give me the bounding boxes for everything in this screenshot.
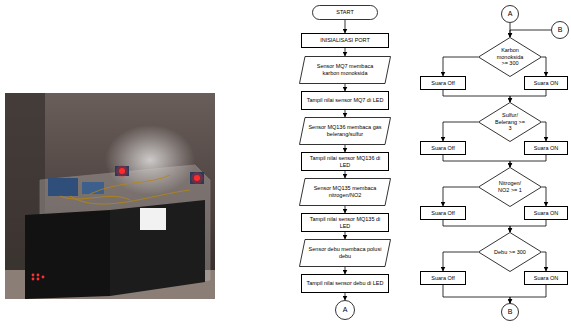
- flow-arrow: [443, 220, 510, 232]
- process-box: Suara ON: [524, 141, 568, 155]
- flow-arrow: [542, 57, 546, 76]
- flow-arrow: [510, 285, 546, 303]
- node-text: Sensor debu membaca polusi debu: [308, 246, 382, 259]
- node-text: Suara Off: [431, 210, 454, 217]
- flow-arrow: [345, 145, 346, 152]
- node-text: INISIALISASI PORT: [320, 37, 370, 44]
- node-text: Suara ON: [534, 275, 558, 282]
- node-text: Tampil nilai sensor MQ136 di LED: [305, 155, 385, 168]
- connector-circle: B: [551, 21, 569, 39]
- node-text: Sensor MQ136 membaca gas belerang/sulfur: [308, 124, 382, 137]
- process-box: Tampil nilai sensor debu di LED: [301, 274, 389, 293]
- node-text: A: [508, 10, 513, 18]
- flow-arrow: [345, 48, 346, 56]
- flow-arrow: [542, 252, 546, 271]
- flow-arrow: [542, 187, 546, 206]
- terminator: START: [312, 5, 378, 20]
- node-text: A: [343, 306, 348, 314]
- io-parallelogram: Sensor debu membaca polusi debu: [299, 239, 391, 267]
- flow-arrow: [443, 57, 478, 76]
- flow-arrow: [510, 155, 546, 167]
- io-parallelogram: Sensor MQ136 membaca gas belerang/sulfur: [299, 117, 391, 145]
- node-text: Sensor MQ135 membaca nitrogen/NO2: [308, 185, 382, 198]
- flow-arrow: [443, 90, 510, 102]
- node-text: Suara Off: [431, 80, 454, 87]
- flow-arrow: [443, 155, 510, 167]
- process-box: Suara Off: [420, 141, 466, 155]
- flow-arrow: [443, 122, 478, 141]
- flow-arrow: [345, 20, 346, 33]
- process-box: Tampil nilai sensor MQ136 di LED: [301, 152, 389, 171]
- process-box: Suara ON: [524, 206, 568, 220]
- node-text: Suara ON: [534, 145, 558, 152]
- flow-arrow: [345, 171, 346, 178]
- flow-arrow: [345, 206, 346, 213]
- process-box: Suara Off: [420, 206, 466, 220]
- flow-arrow: [345, 267, 346, 274]
- process-box: INISIALISASI PORT: [301, 33, 389, 48]
- flow-arrow: [345, 293, 346, 300]
- node-text: Suara Off: [431, 145, 454, 152]
- process-box: Suara ON: [524, 271, 568, 285]
- connector-circle: B: [501, 303, 519, 321]
- decision-diamond: Debu >= 300: [478, 232, 542, 272]
- decision-diamond: Karbon monoksida >= 300: [478, 37, 542, 77]
- flow-arrow: [443, 187, 478, 206]
- node-text: START: [336, 9, 354, 16]
- node-text: Debu >= 300: [494, 249, 526, 256]
- node-text: Karbon monoksida >= 300: [493, 47, 527, 67]
- connector-circle: A: [501, 5, 519, 23]
- process-box: Tampil nilai sensor MQ7 di LED: [301, 91, 389, 110]
- io-parallelogram: Sensor MQ135 membaca nitrogen/NO2: [299, 178, 391, 206]
- node-text: Tampil nilai sensor MQ135 di LED: [305, 216, 385, 229]
- flow-arrow: [510, 30, 551, 37]
- flow-arrow: [345, 84, 346, 91]
- node-text: B: [558, 26, 563, 34]
- flow-arrow: [345, 110, 346, 117]
- flow-arrow: [443, 252, 478, 271]
- process-box: Suara ON: [524, 76, 568, 90]
- node-text: Sulfur/ Belerang >= 3: [493, 112, 527, 132]
- node-text: Tampil nilai sensor debu di LED: [306, 280, 383, 287]
- process-box: Suara Off: [420, 76, 466, 90]
- node-text: Tampil nilai sensor MQ7 di LED: [307, 97, 384, 104]
- io-parallelogram: Sensor MQ7 membaca karbon monoksida: [299, 56, 391, 84]
- node-text: Sensor MQ7 membaca karbon monoksida: [308, 63, 382, 76]
- flow-arrow: [510, 90, 546, 102]
- decision-diamond: Nitrogen/ NO2 >= 1: [478, 167, 542, 207]
- flow-arrow: [345, 232, 346, 239]
- node-text: B: [508, 308, 513, 316]
- node-text: Nitrogen/ NO2 >= 1: [493, 180, 527, 193]
- process-box: Tampil nilai sensor MQ135 di LED: [301, 213, 389, 232]
- flow-arrow: [510, 220, 546, 232]
- node-text: Suara Off: [431, 275, 454, 282]
- decision-diamond: Sulfur/ Belerang >= 3: [478, 102, 542, 142]
- flow-arrow: [542, 122, 546, 141]
- node-text: Suara ON: [534, 80, 558, 87]
- flow-arrow: [443, 285, 510, 303]
- connector-circle: A: [335, 300, 355, 320]
- process-box: Suara Off: [420, 271, 466, 285]
- node-text: Suara ON: [534, 210, 558, 217]
